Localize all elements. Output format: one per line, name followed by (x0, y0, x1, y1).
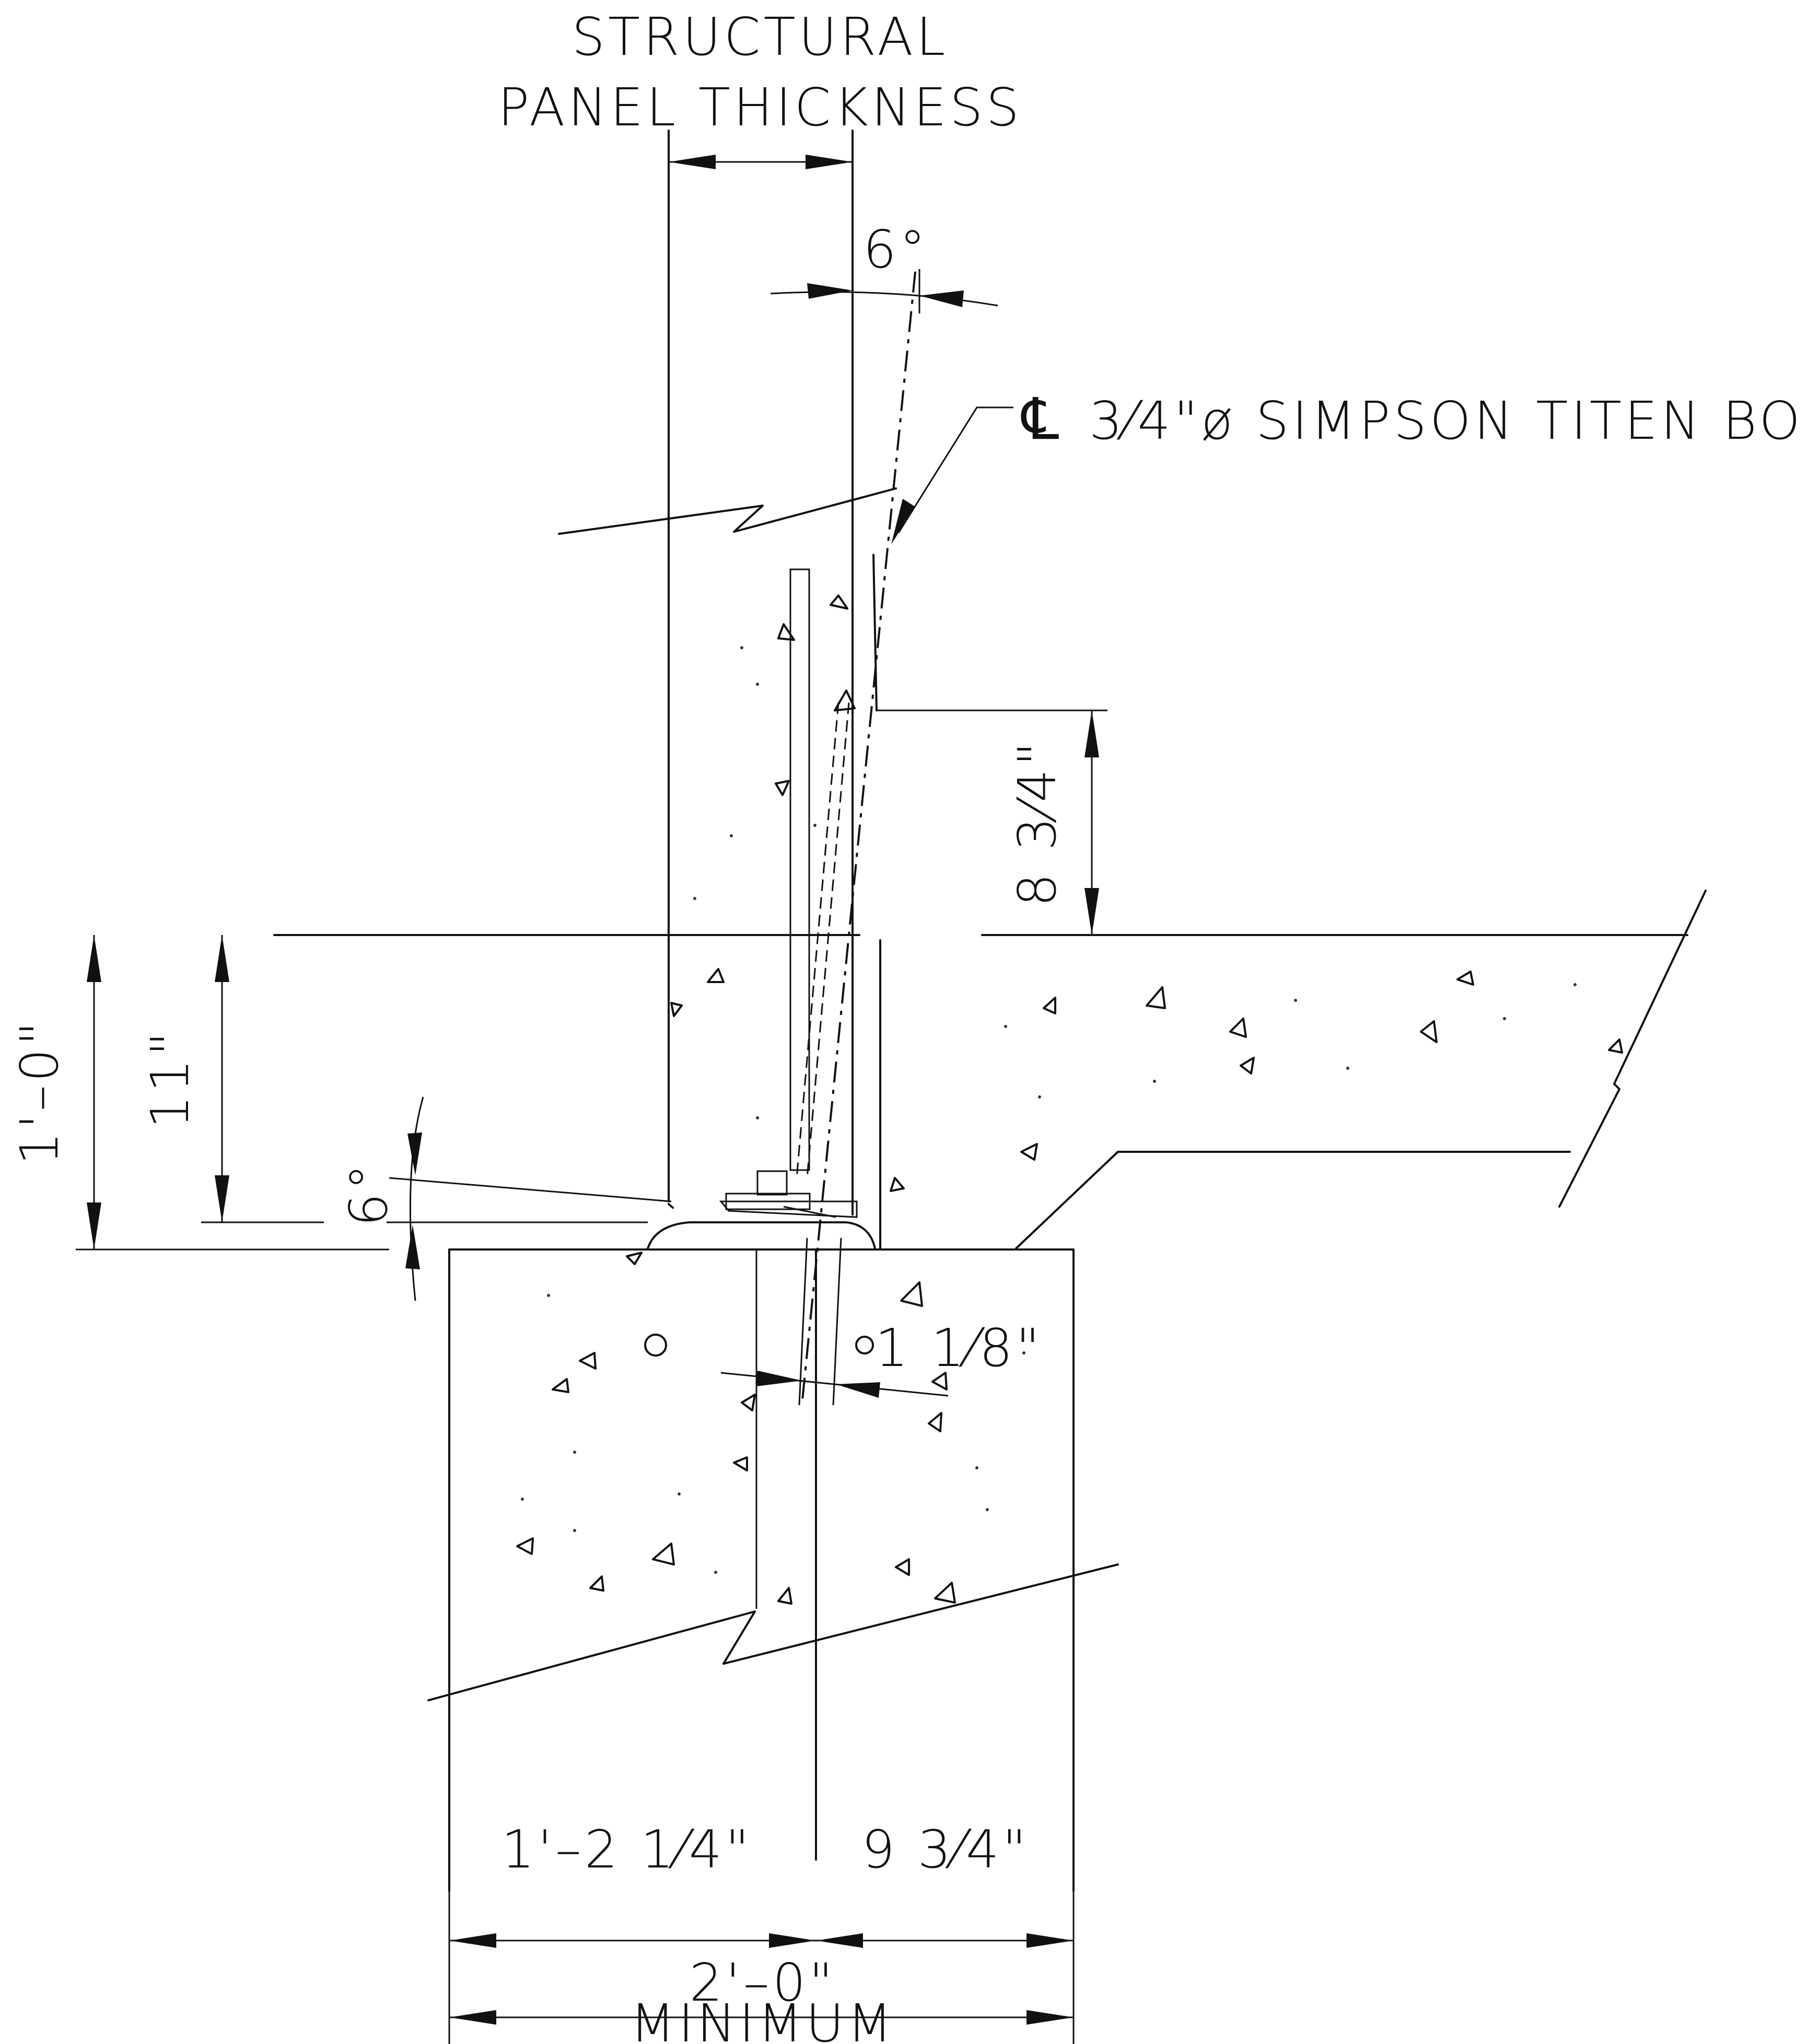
angle-bottom-label: 6° (338, 1161, 399, 1227)
panel-thickness-dimension (669, 155, 853, 169)
angle-top-label: 6° (863, 219, 929, 280)
centerline-symbol: ℄ (1021, 386, 1063, 452)
overall-height-label: 1'–0" (9, 1019, 70, 1165)
structural-panel (558, 130, 897, 1216)
embed-depth-label: 8 3⁄4" (1007, 739, 1068, 906)
bolt-top-extension (872, 554, 1107, 711)
offset-dimension (720, 1237, 949, 1406)
overall-height-dimension (76, 935, 389, 1251)
slab-height-dimension (201, 935, 648, 1223)
offset-label: 1 1⁄8" (875, 1317, 1043, 1379)
width-dimensions (448, 1886, 1075, 2044)
bolt-callout-label: 3⁄4"ø SIMPSON TITEN BOLT (1089, 390, 1808, 451)
title-line1: STRUCTURAL (572, 6, 949, 67)
left-width-label: 1'–2 1⁄4" (501, 1819, 752, 1880)
embedded-rod (789, 568, 810, 1171)
titen-bolt (796, 690, 856, 1178)
right-width-label: 9 3⁄4" (861, 1819, 1029, 1880)
bolt-leader (891, 406, 1013, 544)
title-line2: PANEL THICKNESS (498, 77, 1022, 138)
top-angle-dimension (770, 269, 998, 313)
slab-height-label: 11" (139, 1029, 201, 1128)
floor-slab (273, 890, 1707, 1249)
total-width-label: 2'–0" (690, 1952, 836, 2013)
minimum-label: MINIMUM (630, 1993, 895, 2044)
bottom-angle-dimension (389, 1096, 672, 1301)
embed-depth-dimension (1084, 710, 1099, 935)
bolt-centerline (801, 271, 916, 1406)
bearing-shims (647, 1170, 876, 1249)
footing (427, 1248, 1119, 1892)
concrete-aggregate (516, 594, 1623, 1605)
